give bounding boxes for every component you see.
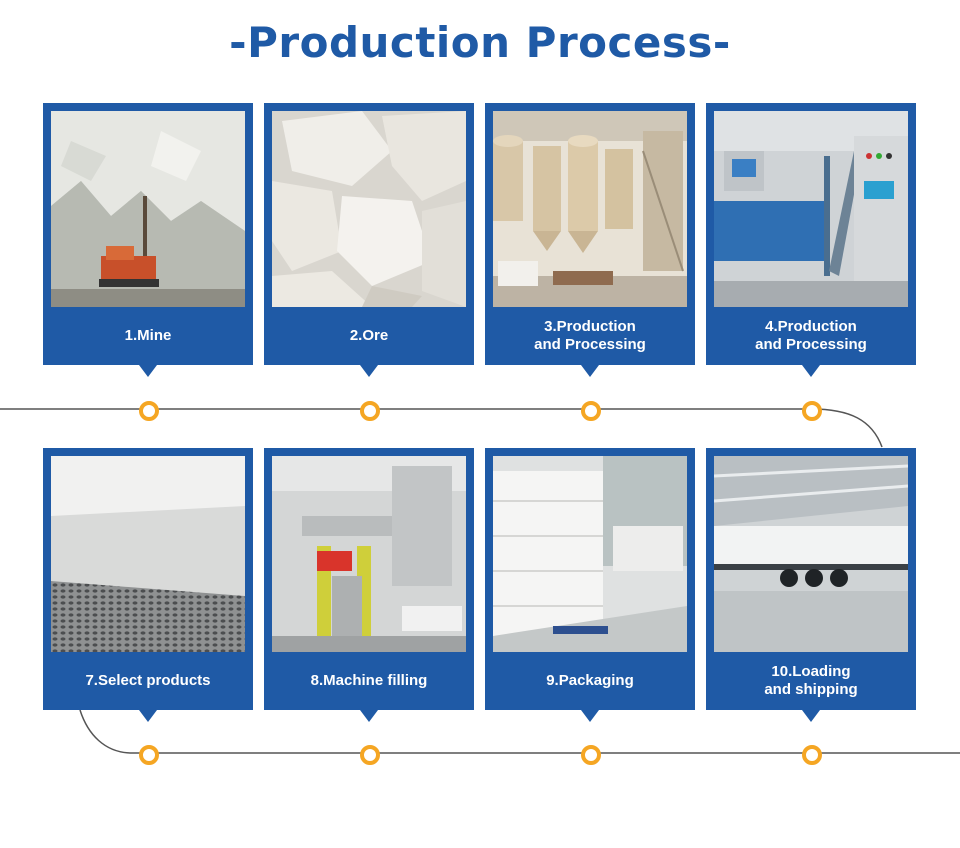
pointer-arrow: [802, 710, 820, 722]
step-card-select-products: 7.Select products: [43, 448, 253, 722]
mesh-screen-photo: [51, 456, 245, 652]
step-card-production-processing-2: 4.Production and Processing: [706, 103, 916, 377]
mine-photo: [51, 111, 245, 307]
silo-factory-photo: [493, 111, 687, 307]
filling-machine-photo: [272, 456, 466, 652]
timeline-dot: [802, 745, 822, 765]
truck-loading-photo: [714, 456, 908, 652]
timeline-dot: [139, 745, 159, 765]
pointer-arrow: [360, 365, 378, 377]
step-card-production-processing: 3.Production and Processing: [485, 103, 695, 377]
timeline-dot: [360, 745, 380, 765]
step-label: 2.Ore: [349, 327, 389, 344]
step-label: 9.Packaging: [546, 672, 634, 689]
step-label: 10.Loading and shipping: [764, 663, 858, 698]
pointer-arrow: [581, 365, 599, 377]
step-label: 7.Select products: [85, 672, 211, 689]
step-card-loading-shipping: 10.Loading and shipping: [706, 448, 916, 722]
step-label: 3.Production and Processing: [534, 318, 646, 353]
step-label: 1.Mine: [124, 327, 172, 344]
timeline-dot: [581, 745, 601, 765]
step-card-machine-filling: 8.Machine filling: [264, 448, 474, 722]
step-label: 8.Machine filling: [310, 672, 428, 689]
step-card-ore: 2.Ore: [264, 103, 474, 377]
step-card-packaging: 9.Packaging: [485, 448, 695, 722]
stacked-bags-photo: [493, 456, 687, 652]
timeline-dot: [360, 401, 380, 421]
ore-photo: [272, 111, 466, 307]
pointer-arrow: [581, 710, 599, 722]
pointer-arrow: [139, 365, 157, 377]
control-panel-photo: [714, 111, 908, 307]
pointer-arrow: [802, 365, 820, 377]
timeline-dot: [802, 401, 822, 421]
timeline-dot: [581, 401, 601, 421]
page-title: -Production Process-: [229, 18, 731, 67]
pointer-arrow: [139, 710, 157, 722]
pointer-arrow: [360, 710, 378, 722]
step-card-mine: 1.Mine: [43, 103, 253, 377]
timeline-dot: [139, 401, 159, 421]
step-label: 4.Production and Processing: [755, 318, 867, 353]
